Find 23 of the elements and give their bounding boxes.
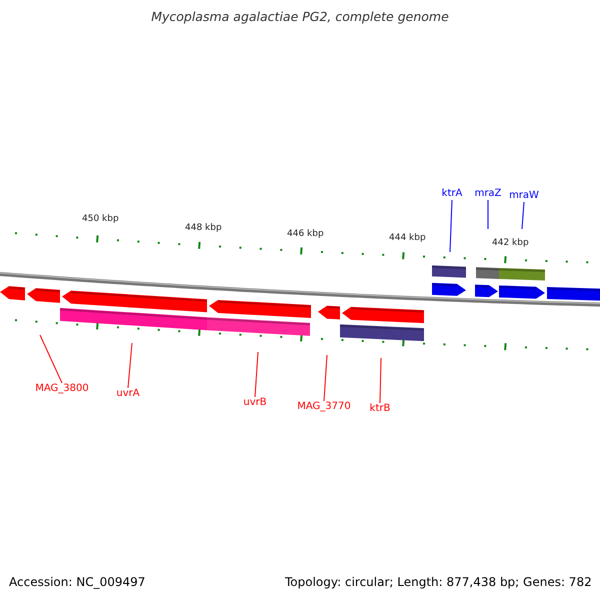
gene-label: MAG_3770 — [297, 402, 351, 412]
tick-label: 448 kbp — [185, 224, 222, 233]
gene-label: mraW — [509, 191, 539, 201]
tick-label: 450 kbp — [82, 215, 119, 224]
gene-label: uvrA — [116, 389, 140, 399]
leader-line — [128, 342, 132, 388]
footer-text: Accession: NC_009497 — [9, 576, 146, 588]
tick-label: 444 kbp — [389, 234, 426, 243]
leader-line — [254, 352, 258, 398]
gene-label: MAG_3800 — [35, 384, 89, 394]
gene-label: ktrB — [370, 404, 390, 414]
tick-label: 442 kbp — [492, 239, 529, 248]
leader-line — [522, 202, 524, 230]
gene-label: mraZ — [474, 189, 502, 199]
leader-line — [450, 200, 452, 252]
leader-line — [380, 358, 382, 404]
gene-label: uvrB — [243, 398, 267, 408]
gene-label: ktrA — [442, 189, 462, 199]
leader-line — [324, 354, 328, 402]
leader-line — [40, 334, 62, 384]
tick-label: 446 kbp — [287, 230, 324, 239]
footer-text: Topology: circular; Length: 877,438 bp; Genes: 782 — [285, 576, 592, 588]
title: Mycoplasma agalactiae PG2, complete genome — [150, 11, 450, 24]
